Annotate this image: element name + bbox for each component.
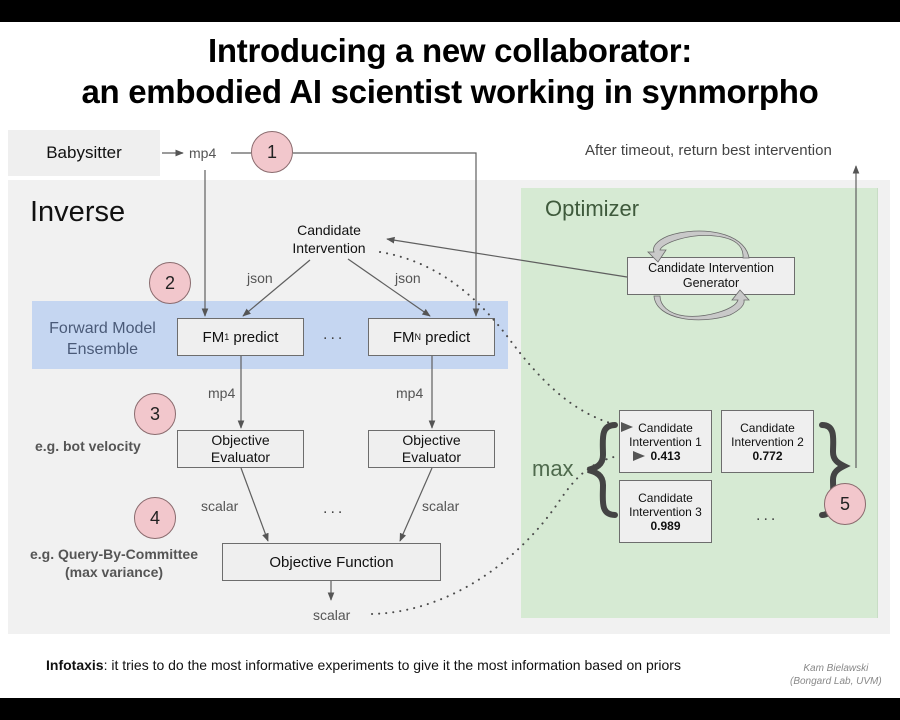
max-label: max: [532, 456, 574, 481]
scalar-ellipsis: ...: [323, 500, 346, 517]
step-1-badge: 1: [251, 131, 293, 173]
candidate-3-line2: Intervention 3: [629, 504, 702, 519]
babysitter-box: [8, 130, 160, 176]
candidate-3-score: 0.989: [650, 518, 681, 533]
mp4-left-label: mp4: [208, 385, 236, 401]
candidate-1-score: 0.413: [650, 448, 681, 463]
candidate-3-line1: Candidate: [638, 490, 693, 505]
objective-function-box: Objective Function: [222, 543, 441, 581]
example-qbc-line1: e.g. Query-By-Committee: [29, 546, 199, 562]
fm-ellipsis: ...: [323, 326, 346, 343]
scalar-right-label: scalar: [422, 498, 460, 514]
mp4-right-label: mp4: [396, 385, 424, 401]
candidate-generator-box: Candidate Intervention Generator: [627, 257, 795, 295]
inverse-heading: Inverse: [30, 196, 126, 228]
candidate-1-line1: Candidate: [638, 420, 693, 435]
objective-evaluator-right: Objective Evaluator: [368, 430, 495, 468]
json-right-label: json: [395, 270, 421, 286]
candidate-card-3: Candidate Intervention 3 0.989: [619, 480, 712, 543]
return-best-label: After timeout, return best intervention: [585, 142, 832, 159]
step-5-badge: 5: [824, 483, 866, 525]
footer-text: : it tries to do the most informative ex…: [103, 657, 681, 673]
fmN-base: FM: [392, 328, 415, 346]
objective-evaluator-left: Objective Evaluator: [177, 430, 304, 468]
fmN-suffix: predict: [420, 328, 471, 346]
credit-affiliation: (Bongard Lab, UVM): [790, 676, 882, 687]
footer-term: Infotaxis: [46, 657, 104, 673]
objective-function-label: Objective Function: [269, 553, 394, 571]
slide-title: Introducing a new collaborator: an embod…: [0, 30, 900, 112]
step-3-badge: 3: [134, 393, 176, 435]
fm1-suffix: predict: [229, 328, 279, 346]
title-line-2: an embodied AI scientist working in synm…: [81, 73, 819, 110]
scalar-left-label: scalar: [201, 498, 239, 514]
example-bot-velocity: e.g. bot velocity: [35, 438, 141, 454]
candidate-card-1: Candidate Intervention 1 0.413: [619, 410, 712, 473]
babysitter-mp4-label: mp4: [189, 145, 217, 161]
fm1-sub: 1: [224, 332, 230, 342]
objective-evaluator-right-label: Objective Evaluator: [401, 432, 462, 465]
example-qbc-line2: (max variance): [64, 564, 164, 580]
credit: Kam Bielawski (Bongard Lab, UVM): [790, 662, 882, 688]
candidate-intervention-label: Candidate Intervention: [292, 222, 366, 256]
step-2-badge: 2: [149, 262, 191, 304]
candidate-2-line1: Candidate: [740, 420, 795, 435]
credit-name: Kam Bielawski: [803, 663, 869, 674]
candidate-card-2: Candidate Intervention 2 0.772: [721, 410, 814, 473]
optimizer-heading: Optimizer: [545, 196, 640, 221]
json-left-label: json: [247, 270, 273, 286]
ensemble-label: Forward Model Ensemble: [49, 320, 156, 358]
fm1-base: FM: [202, 328, 225, 346]
objective-evaluator-left-label: Objective Evaluator: [210, 432, 271, 465]
optimizer-panel: [521, 188, 878, 618]
babysitter-label: Babysitter: [46, 143, 122, 162]
candidates-ellipsis: ...: [756, 507, 779, 524]
step-4-badge: 4: [134, 497, 176, 539]
example-query-by-committee: e.g. Query-By-Committee (max variance): [18, 545, 210, 581]
candidate-2-line2: Intervention 2: [731, 434, 804, 449]
candidate-2-score: 0.772: [752, 448, 783, 463]
title-line-1: Introducing a new collaborator:: [208, 32, 692, 69]
footer-caption: Infotaxis: it tries to do the most infor…: [46, 657, 681, 673]
scalar-output-label: scalar: [313, 607, 351, 623]
candidate-generator-label: Candidate Intervention Generator: [648, 261, 774, 290]
candidate-1-line2: Intervention 1: [629, 434, 702, 449]
